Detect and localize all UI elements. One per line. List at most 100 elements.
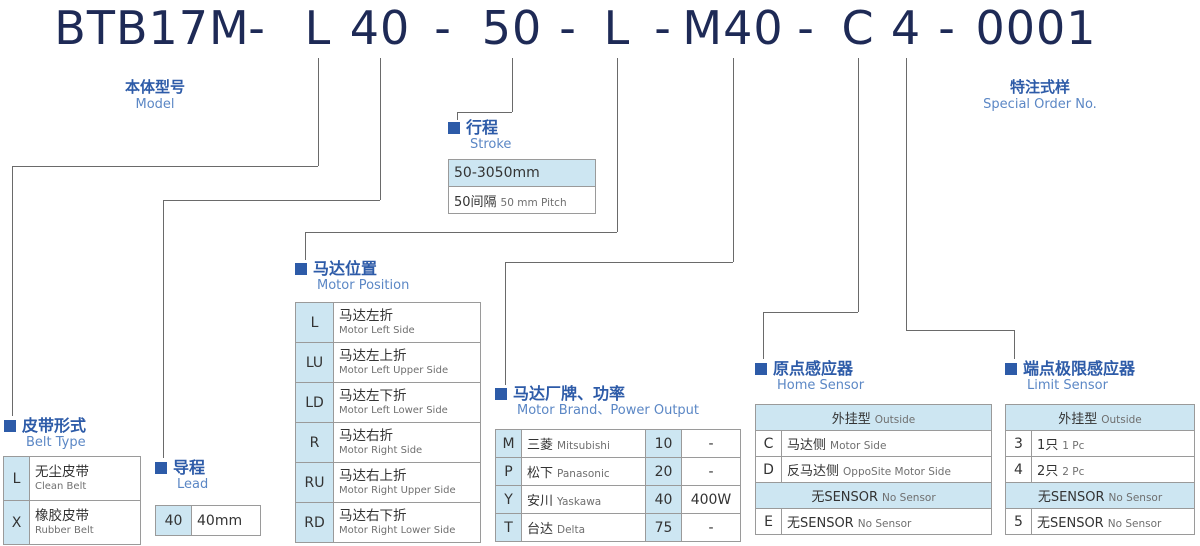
callout-line [617,58,618,232]
model-segment-belt-type: L [304,1,332,55]
callout-line [1014,330,1015,359]
code-cell: P [495,457,522,486]
callout-line [505,262,733,263]
code-cell: 4 [1005,456,1032,483]
callout-line [858,58,859,312]
section-square-icon [1005,362,1017,375]
callout-line [457,112,512,113]
model-separator: - [559,1,577,55]
desc-cell: 橡胶皮带 Rubber Belt [29,500,141,545]
callout-line [733,58,734,262]
callout-line [318,58,319,166]
section-title-lead: 导程 Lead [155,458,208,493]
code-cell: 40 [155,505,192,536]
code-cell: 3 [1005,430,1032,457]
table-row: 40 40mm [155,505,261,536]
callout-line [12,166,318,167]
section-square-icon [495,387,507,400]
section-square-icon [448,121,460,134]
callout-line [512,58,513,112]
code-cell: D [755,456,782,483]
section-title-stroke: 行程 Stroke [448,118,511,153]
code-cell: Y [495,485,522,514]
code-cell: RU [295,462,334,503]
code-cell: E [755,508,782,535]
callout-line [163,200,380,201]
callout-line [505,262,506,385]
power-value-cell: - [681,429,741,458]
section-square-icon [295,262,307,275]
callout-line [305,232,306,260]
section-square-icon [4,419,16,432]
code-cell: L [3,456,30,501]
callout-line [763,312,858,313]
model-segment-stroke: 50 [481,1,543,55]
power-value-cell: 400W [681,485,741,514]
model-segment-motor-position: L [603,1,631,55]
code-cell: M [495,429,522,458]
power-code-cell: 10 [645,429,682,458]
callout-line [380,58,381,200]
model-separator: - [938,1,956,55]
power-code-cell: 75 [645,513,682,542]
code-cell: C [755,430,782,457]
section-title-limit-sensor: 端点极限感应器 Limit Sensor [1005,359,1135,394]
callout-line [305,232,617,233]
section-square-icon [155,461,167,474]
model-label: 本体型号 Model [124,78,186,112]
model-segment-special-order: 0001 [975,1,1097,55]
code-cell: R [295,422,334,463]
stroke-range-cell: 50-3050mm [448,159,596,187]
table-row: L 无尘皮带 Clean Belt [3,456,141,501]
model-segment-series: BTB17M [54,1,250,55]
code-cell: LU [295,342,334,383]
model-separator: - [248,1,266,55]
table-row: X 橡胶皮带 Rubber Belt [3,500,141,545]
desc-cell: 40mm [191,505,261,536]
power-value-cell: - [681,513,741,542]
desc-cell: 无尘皮带 Clean Belt [29,456,141,501]
code-cell: RD [295,502,334,543]
special-order-label: 特注式样 Special Order No. [983,78,1097,112]
section-title-belt-type: 皮带形式 Belt Type [4,416,86,451]
